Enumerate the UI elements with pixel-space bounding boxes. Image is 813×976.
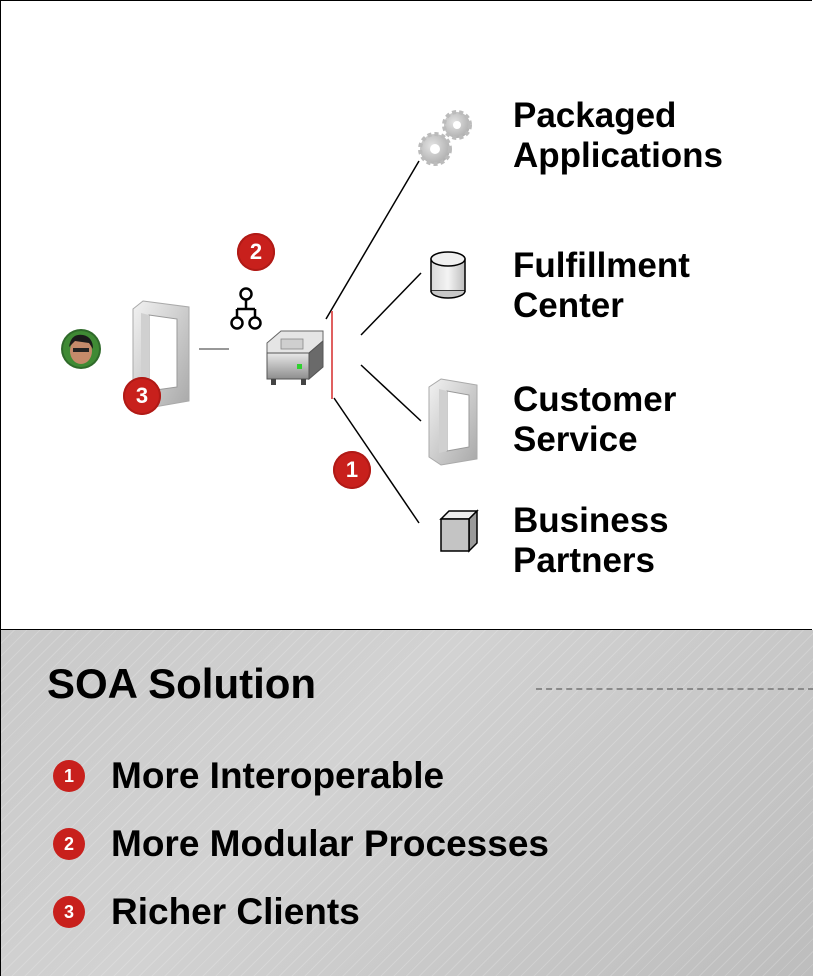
- badge-2: 2: [53, 828, 85, 860]
- label-customer-service: Customer Service: [513, 380, 677, 459]
- badge-3: 3: [123, 377, 161, 415]
- gears-icon: [418, 110, 472, 166]
- label-business-partners: Business Partners: [513, 501, 669, 580]
- user-avatar-icon: [61, 329, 101, 369]
- diagram-panel: Packaged Applications Fulfillment Center…: [0, 0, 812, 630]
- label-fulfillment-center: Fulfillment Center: [513, 246, 690, 325]
- solution-item: 1 More Interoperable: [53, 752, 444, 800]
- label-packaged-applications: Packaged Applications: [513, 96, 724, 175]
- server-icon: [266, 330, 324, 385]
- cube-icon: [439, 509, 479, 553]
- badge-1: 1: [333, 451, 371, 489]
- badge-2: 2: [237, 233, 275, 271]
- solution-item: 2 More Modular Processes: [53, 820, 549, 868]
- line-to-packaged: [325, 160, 420, 320]
- dashed-divider: [536, 688, 813, 690]
- badge-3: 3: [53, 896, 85, 928]
- solution-panel: SOA Solution 1 More Interoperable 2 More…: [0, 630, 813, 976]
- line-to-partners: [333, 397, 420, 524]
- line-to-fulfillment: [360, 272, 422, 336]
- solution-title: SOA Solution: [47, 660, 317, 707]
- solution-item-text: Richer Clients: [111, 891, 360, 932]
- database-cylinder-icon: [430, 251, 466, 299]
- solution-item-text: More Modular Processes: [111, 823, 549, 864]
- connector-lines: [199, 160, 422, 524]
- solution-item: 3 Richer Clients: [53, 888, 360, 936]
- window-frame-icon: [428, 378, 478, 466]
- process-tree-icon: [230, 287, 262, 330]
- solution-item-text: More Interoperable: [111, 755, 445, 796]
- badge-1: 1: [53, 760, 85, 792]
- line-to-customer: [360, 364, 422, 422]
- diagram-canvas: [61, 110, 479, 553]
